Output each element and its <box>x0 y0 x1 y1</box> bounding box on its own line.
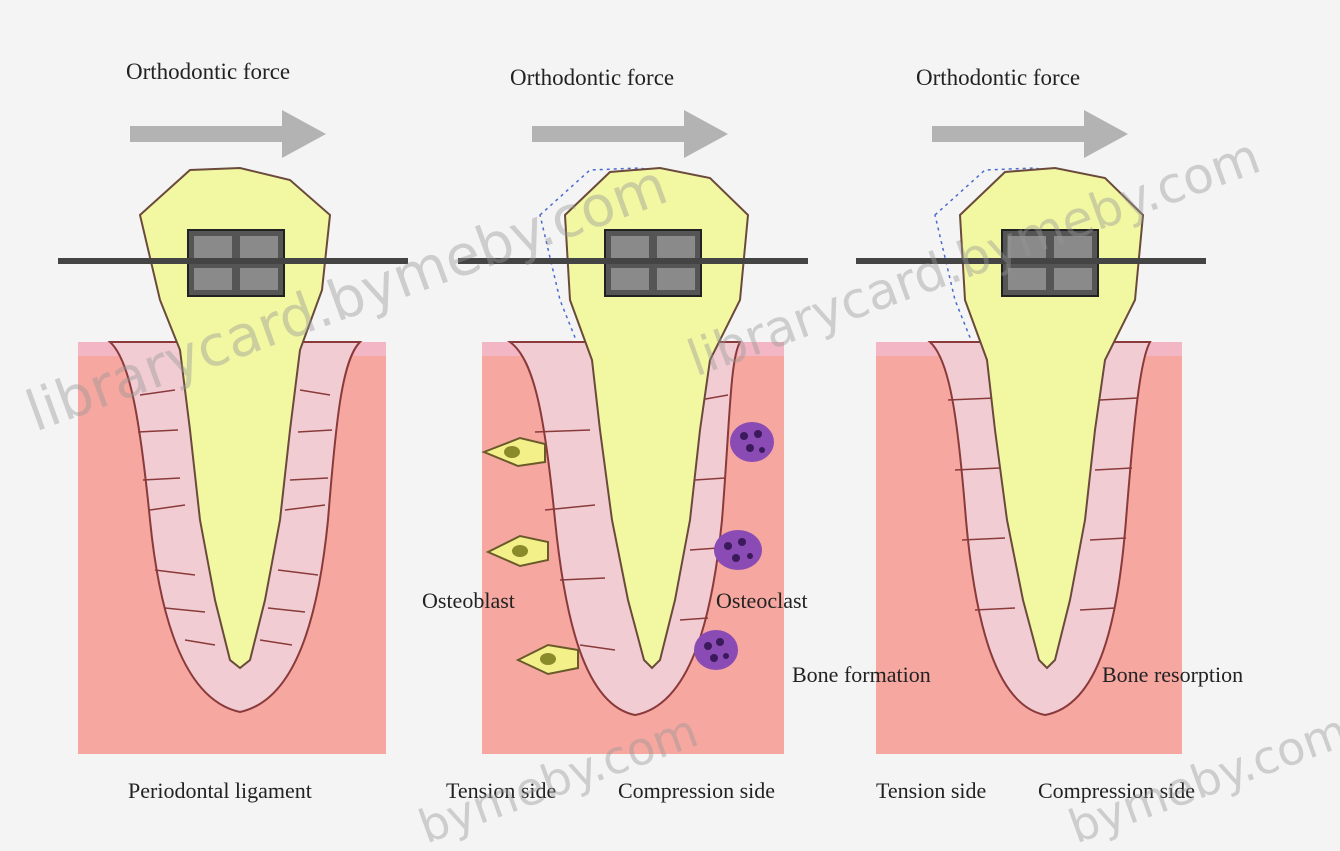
force-arrow <box>532 110 728 158</box>
panel-2-title: Orthodontic force <box>510 66 674 89</box>
panel-3-diagram <box>856 110 1206 754</box>
periodontal-ligament-label: Periodontal ligament <box>128 780 312 802</box>
panel-2-compression-side-label: Compression side <box>618 780 775 802</box>
osteoclast-cell <box>730 422 774 462</box>
force-arrow <box>130 110 326 158</box>
bone-formation-label: Bone formation <box>792 664 931 686</box>
osteoblast-label: Osteoblast <box>422 590 515 612</box>
panel-2-diagram <box>458 110 808 754</box>
archwire <box>58 258 408 264</box>
archwire <box>458 258 808 264</box>
panel-3-tension-side-label: Tension side <box>876 780 986 802</box>
osteoclast-cell <box>694 630 738 670</box>
panel-3-title: Orthodontic force <box>916 66 1080 89</box>
panel-2-tension-side-label: Tension side <box>446 780 556 802</box>
archwire <box>856 258 1206 264</box>
osteoclast-label: Osteoclast <box>716 590 808 612</box>
bone-resorption-label: Bone resorption <box>1102 664 1243 686</box>
force-arrow <box>932 110 1128 158</box>
osteoclast-cell <box>714 530 762 570</box>
panel-1-title: Orthodontic force <box>126 60 290 83</box>
panel-3-compression-side-label: Compression side <box>1038 780 1195 802</box>
panel-1-diagram <box>58 110 408 754</box>
